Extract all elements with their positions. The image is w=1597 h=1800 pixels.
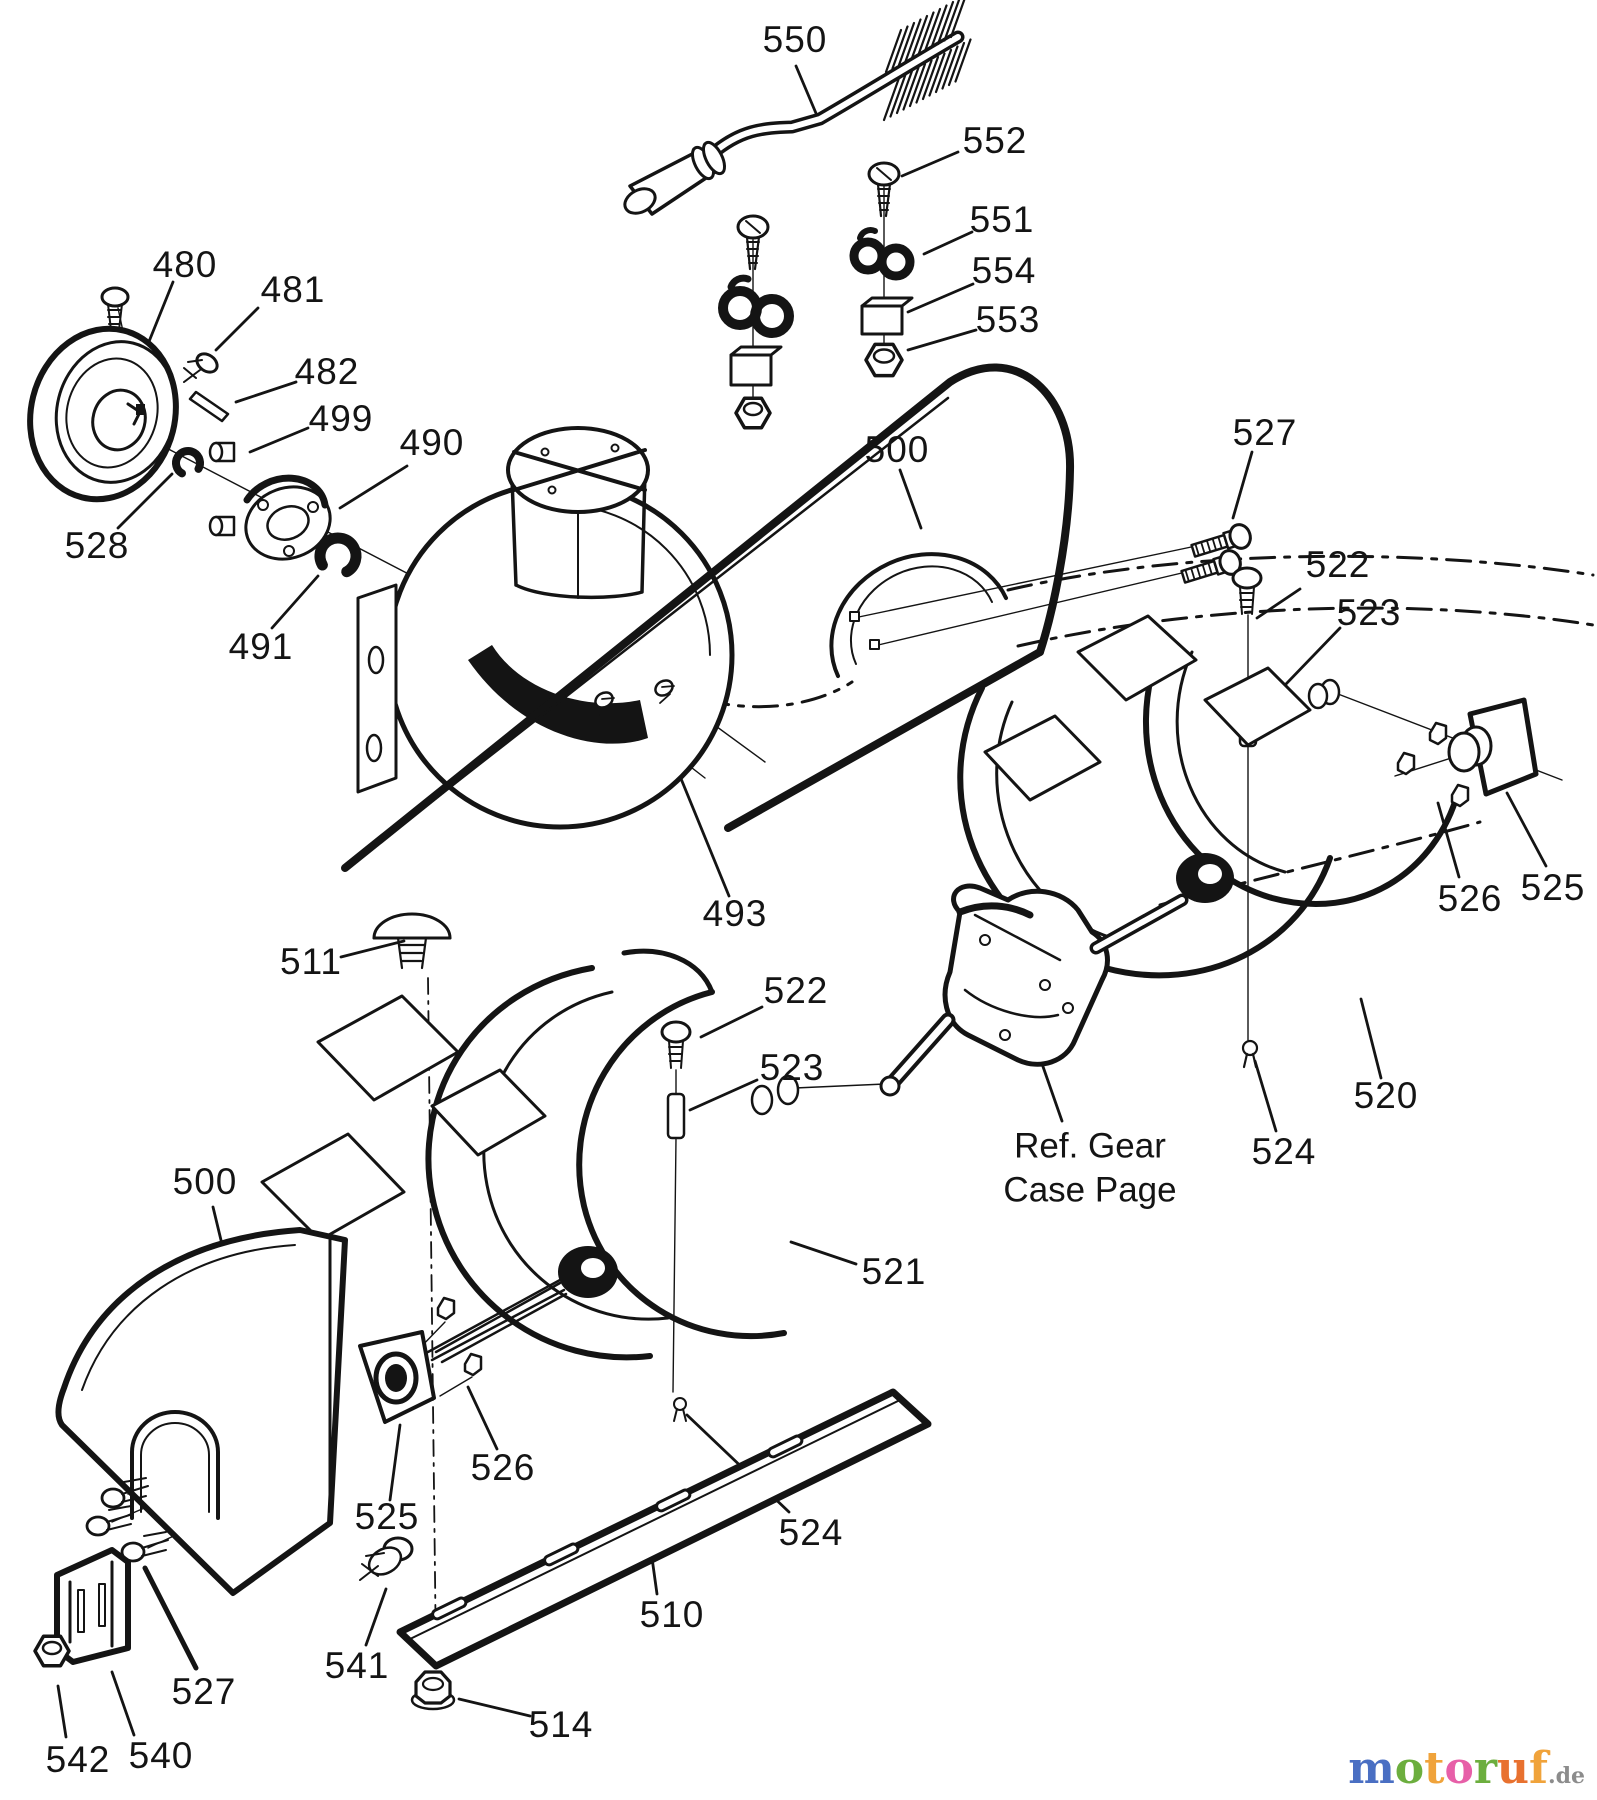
watermark-letter: t bbox=[1424, 1743, 1445, 1794]
watermark-letter: r bbox=[1473, 1743, 1498, 1794]
part-label: 524 bbox=[778, 1512, 844, 1553]
shoulder-bolt-541 bbox=[359, 1536, 414, 1581]
pulley bbox=[27, 286, 179, 503]
part-label: 499 bbox=[308, 398, 374, 439]
brush-bristles bbox=[882, 0, 972, 122]
shear-bolt-522-right bbox=[1231, 566, 1263, 1069]
watermark-letter: f bbox=[1529, 1743, 1548, 1794]
chute-hardware-left bbox=[718, 214, 794, 430]
part-label: 481 bbox=[260, 269, 326, 310]
cotter-pin-524-bottom bbox=[673, 1397, 687, 1422]
part-label: 526 bbox=[470, 1447, 536, 1488]
part-label: 511 bbox=[280, 941, 342, 982]
carriage-bolts-527 bbox=[1180, 523, 1252, 584]
part-label: 522 bbox=[763, 970, 829, 1011]
part-label: 553 bbox=[975, 299, 1041, 340]
cotter-pin bbox=[1241, 1039, 1259, 1069]
chute-hardware-right bbox=[849, 161, 915, 378]
part-label: 523 bbox=[759, 1047, 825, 1088]
part-label: 542 bbox=[45, 1739, 111, 1780]
gear-case-note: Ref. Gear Case Page bbox=[1003, 1124, 1176, 1212]
part-label: 524 bbox=[1251, 1131, 1317, 1172]
watermark-suffix: .de bbox=[1547, 1763, 1585, 1789]
center-line bbox=[427, 977, 437, 1661]
part-label: 500 bbox=[864, 429, 930, 470]
housing-bolts-493 bbox=[594, 679, 675, 716]
auger-rake-right bbox=[957, 614, 1461, 979]
part-label: 493 bbox=[702, 893, 768, 934]
part-label: 521 bbox=[861, 1251, 927, 1292]
part-label: 525 bbox=[354, 1496, 420, 1537]
nut-542 bbox=[33, 1634, 71, 1668]
clean-out-tool bbox=[623, 0, 972, 216]
carriage-bolt-511 bbox=[372, 912, 452, 970]
part-label: 510 bbox=[639, 1594, 705, 1635]
part-label: 527 bbox=[1232, 412, 1298, 453]
part-label: 523 bbox=[1336, 592, 1402, 633]
watermark-letter: u bbox=[1497, 1743, 1530, 1794]
auger-housing-upper bbox=[341, 363, 1075, 872]
bearing-flange-right bbox=[1396, 697, 1539, 808]
gear-case-note-line1: Ref. Gear bbox=[1014, 1126, 1166, 1166]
auger-housing-lower bbox=[33, 1227, 348, 1668]
watermark-word: motoruf bbox=[1348, 1743, 1548, 1794]
part-label: 528 bbox=[64, 525, 130, 566]
part-label: 541 bbox=[324, 1645, 390, 1686]
part-label: 525 bbox=[1520, 867, 1586, 908]
part-label: 551 bbox=[969, 199, 1035, 240]
part-label: 491 bbox=[228, 626, 294, 667]
axle-parts bbox=[171, 352, 362, 580]
watermark-letter: o bbox=[1394, 1743, 1425, 1794]
watermark-letter: m bbox=[1348, 1743, 1395, 1794]
part-label: 480 bbox=[152, 244, 218, 285]
part-label: 482 bbox=[294, 351, 360, 392]
nut-514 bbox=[410, 1670, 456, 1711]
auger-center bbox=[260, 948, 800, 1364]
bearing-flange-left bbox=[358, 1278, 566, 1424]
mounting-bolts-527-lower bbox=[85, 1477, 169, 1563]
watermark-letter: o bbox=[1444, 1743, 1474, 1794]
part-label: 527 bbox=[171, 1671, 237, 1712]
part-label: 490 bbox=[399, 422, 465, 463]
gear-case-note-line2: Case Page bbox=[1003, 1170, 1177, 1209]
part-label: 550 bbox=[762, 19, 828, 60]
part-label: 554 bbox=[971, 250, 1037, 291]
part-label: 500 bbox=[172, 1161, 238, 1202]
part-label: 526 bbox=[1437, 878, 1503, 919]
gear-case bbox=[879, 883, 1189, 1097]
watermark: motoruf.de bbox=[1348, 1743, 1585, 1794]
part-label: 552 bbox=[962, 120, 1028, 161]
impeller-housing bbox=[356, 426, 735, 830]
shear-bolt-522-mid bbox=[660, 1020, 692, 1140]
scraper-bar bbox=[396, 1388, 932, 1711]
part-label: 514 bbox=[528, 1704, 594, 1745]
part-label: 522 bbox=[1305, 544, 1371, 585]
part-label: 520 bbox=[1353, 1075, 1419, 1116]
part-label: 540 bbox=[128, 1735, 194, 1776]
